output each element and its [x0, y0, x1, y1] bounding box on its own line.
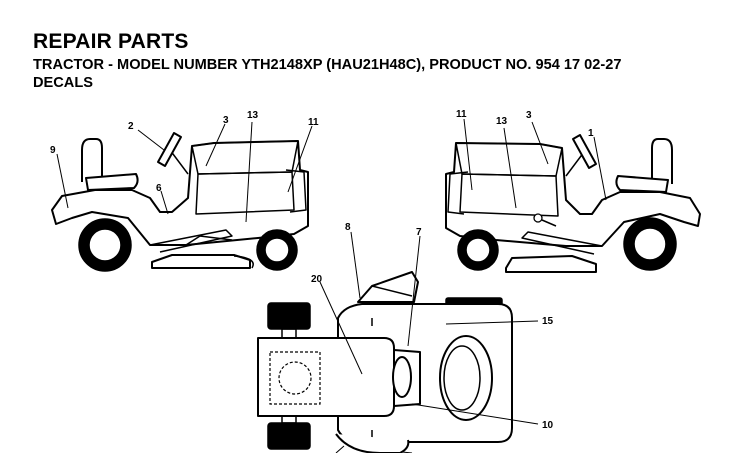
callout-13-left: 13 [247, 110, 259, 121]
callout-7: 7 [416, 227, 422, 238]
callout-3-left: 3 [223, 115, 229, 126]
callout-15: 15 [542, 316, 554, 327]
callout-6: 6 [156, 183, 162, 194]
page-title: REPAIR PARTS [33, 30, 189, 53]
tractor-left-side-view [51, 132, 309, 272]
model-subtitle: TRACTOR - MODEL NUMBER YTH2148XP (HAU21H… [33, 57, 622, 73]
seat-right [651, 138, 673, 184]
seat-left [81, 138, 103, 182]
steering-wheel-right [572, 134, 597, 169]
callout-leaders [56, 118, 607, 453]
callout-9: 9 [50, 145, 56, 156]
callout-10: 10 [542, 420, 554, 431]
section-title: DECALS [33, 75, 93, 91]
mower-deck-right [505, 255, 597, 273]
steering-wheel-left [157, 132, 182, 167]
rear-tire-top [267, 302, 311, 330]
rear-tire-bottom [267, 422, 311, 450]
dashed-outline [269, 351, 321, 405]
callout-13-right: 13 [496, 116, 508, 127]
key-icon [533, 213, 543, 223]
grille-top-view [439, 335, 493, 421]
callout-1: 1 [588, 128, 594, 139]
discharge-chute [357, 271, 419, 303]
tractor-top-view [257, 271, 513, 453]
steering-top-view [392, 356, 412, 398]
callout-8: 8 [345, 222, 351, 233]
mower-deck-left [151, 254, 251, 269]
callout-3-right: 3 [526, 110, 532, 121]
callout-11-left: 11 [308, 117, 319, 128]
rear-body-top-view [257, 337, 395, 417]
callout-11-right: 11 [456, 109, 467, 120]
tractor-right-side-view [445, 134, 701, 273]
callout-labels: 2 3 13 11 9 6 11 13 3 1 8 7 20 15 10 [50, 109, 594, 431]
tractor-body-right [445, 142, 701, 247]
tractor-body-left [51, 140, 309, 246]
callout-2: 2 [128, 121, 134, 132]
callout-20: 20 [311, 274, 323, 285]
